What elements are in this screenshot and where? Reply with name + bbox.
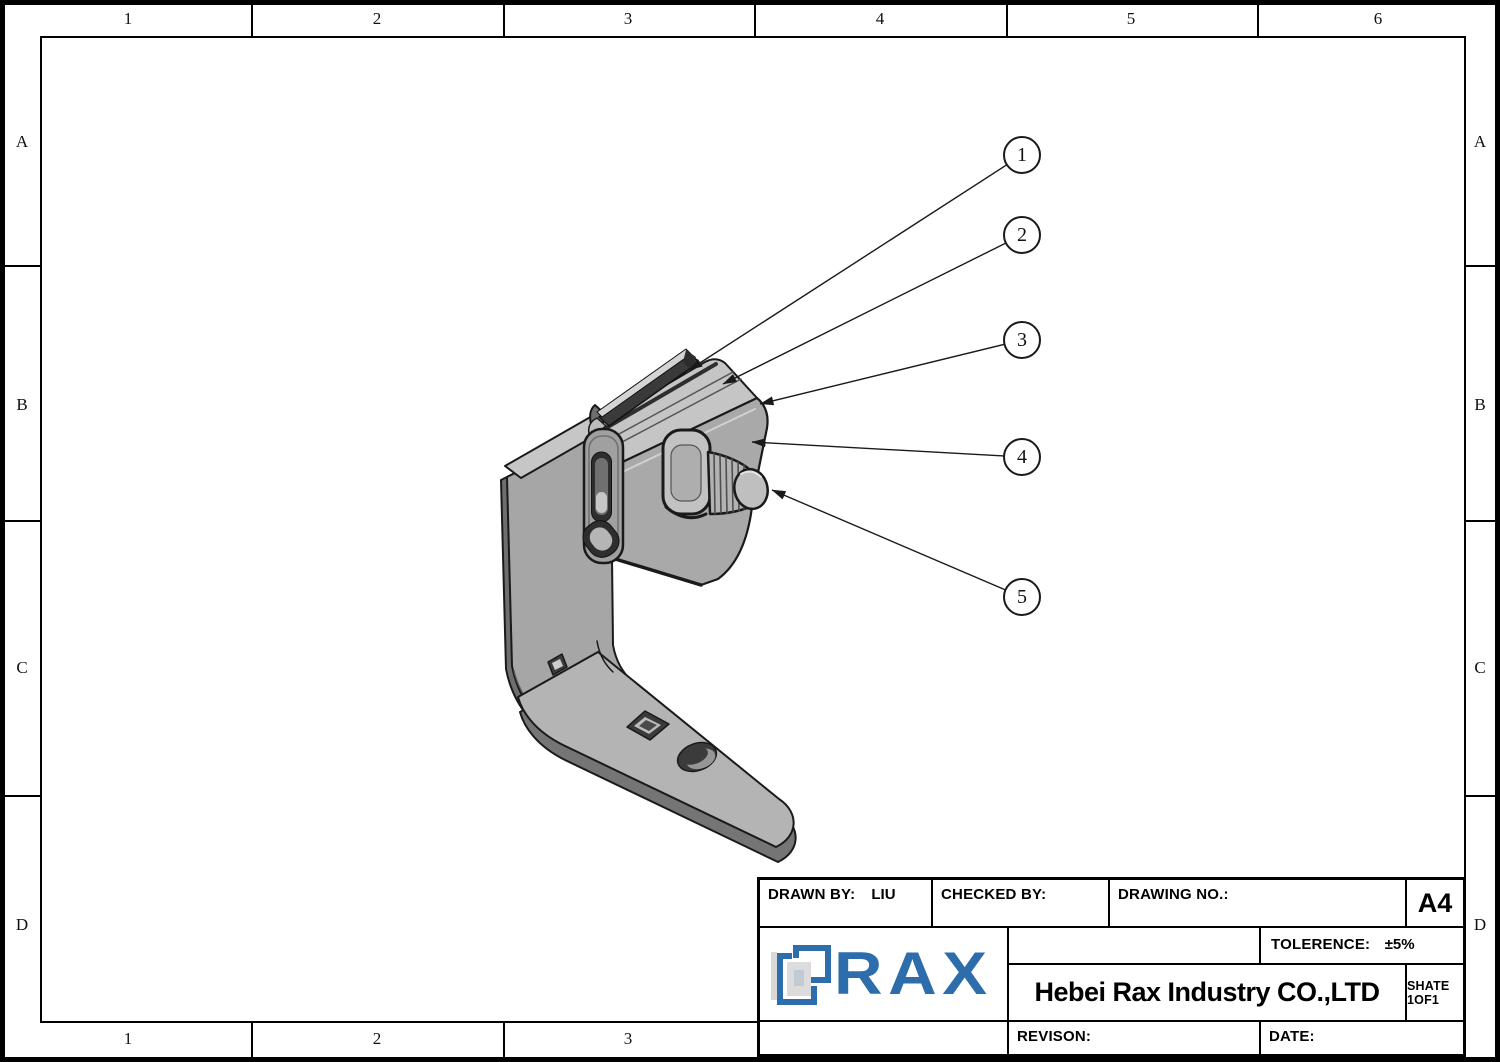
zone-tick (251, 5, 253, 36)
zone-label-top-6: 6 (1373, 9, 1383, 28)
zone-tick (251, 1023, 253, 1057)
zone-tick (1006, 5, 1008, 36)
leader-line-1 (688, 154, 1023, 371)
zone-tick (754, 5, 756, 36)
zone-label-left-c: C (16, 658, 28, 677)
foot-square-hole-center (639, 720, 657, 731)
clamp-channel-line-1 (607, 371, 734, 441)
zone-label-left-b: B (16, 395, 28, 414)
logo-cell: RAX (760, 928, 1009, 1022)
balloon-3-label: 3 (1017, 328, 1027, 351)
date-cell: DATE: (1261, 1022, 1463, 1054)
empty-cell-mid (1009, 928, 1261, 965)
zone-label-top-1: 1 (123, 9, 133, 28)
zone-label-left-d: D (15, 915, 29, 934)
balloon-5: 5 (1003, 578, 1041, 616)
paper-size-value: A4 (1417, 887, 1453, 918)
clamp-channel-slot (604, 362, 718, 430)
zone-label-bottom-2: 2 (372, 1029, 382, 1048)
zone-tick (5, 520, 40, 522)
zone-tick (1257, 5, 1259, 36)
sheet-cell: SHATE 1OF1 (1407, 965, 1463, 1022)
sheet-label: SHATE 1OF1 (1407, 978, 1450, 1007)
foot-top-face (517, 651, 795, 848)
drawn-by-cell: DRAWN BY: LIU (760, 880, 933, 928)
drawing-area-frame (40, 36, 1466, 1023)
revision-label: REVISON: (1017, 1028, 1092, 1045)
leader-line-4 (751, 438, 1023, 458)
foot-round-hole-shadow (680, 746, 708, 765)
company-name-cell: Hebei Rax Industry CO.,LTD (1009, 965, 1407, 1022)
drawn-by-value: LIU (871, 886, 896, 903)
jaw-lower-opening-inner (589, 527, 613, 551)
bolt-head-front (670, 444, 702, 502)
leader-line-3 (759, 339, 1023, 406)
zone-label-bottom-3: 3 (623, 1029, 633, 1048)
rax-logo-text: RAX (834, 940, 993, 1007)
drawn-by-label: DRAWN BY: (768, 886, 856, 903)
zone-label-right-d: D (1473, 915, 1487, 934)
empty-cell-bottom (760, 1022, 1009, 1054)
balloon-5-label: 5 (1017, 585, 1027, 608)
balloon-2-label: 2 (1017, 223, 1027, 246)
date-label: DATE: (1269, 1028, 1315, 1045)
zone-label-left-a: A (15, 132, 29, 151)
balloon-4-label: 4 (1017, 445, 1027, 468)
zone-label-top-4: 4 (875, 9, 885, 28)
paper-size-cell: A4 (1407, 880, 1463, 928)
zone-tick (5, 795, 40, 797)
leader-line-5 (771, 489, 1023, 598)
zone-label-right-c: C (1474, 658, 1486, 677)
leader-line-2 (722, 234, 1023, 385)
drawing-no-label: DRAWING NO.: (1118, 886, 1229, 903)
zone-tick (5, 265, 40, 267)
zone-tick (503, 1023, 505, 1057)
revision-cell: REVISON: (1009, 1022, 1261, 1054)
balloon-1-label: 1 (1017, 143, 1027, 166)
bend-notch-inner (552, 659, 563, 670)
bolt-head-bottom-edge (664, 505, 708, 520)
tolerance-value: ±5% (1384, 936, 1415, 953)
jaw-slot-light (596, 492, 607, 513)
clamp-body-bottom-edge (610, 556, 703, 587)
checked-by-cell: CHECKED BY: (933, 880, 1110, 928)
zone-label-right-b: B (1474, 395, 1486, 414)
zone-tick (1466, 265, 1495, 267)
balloon-1: 1 (1003, 136, 1041, 174)
tolerance-cell: TOLERENCE: ±5% (1261, 928, 1463, 965)
zone-tick (1466, 795, 1495, 797)
company-name: Hebei Rax Industry CO.,LTD (1034, 977, 1380, 1007)
zone-tick (1466, 520, 1495, 522)
title-block: DRAWN BY: LIU CHECKED BY: DRAWING NO.: A4… (757, 877, 1466, 1057)
stud-end-cap-highlight (740, 470, 762, 478)
stud-end-cap (733, 467, 769, 511)
zone-label-right-a: A (1473, 132, 1487, 151)
zone-label-top-5: 5 (1126, 9, 1136, 28)
zone-tick (503, 5, 505, 36)
balloon-4: 4 (1003, 438, 1041, 476)
clamp-channel-line-2 (606, 378, 742, 451)
checked-by-label: CHECKED BY: (941, 886, 1047, 903)
drawing-no-cell: DRAWING NO.: (1110, 880, 1407, 928)
zone-label-bottom-1: 1 (123, 1029, 133, 1048)
rax-logo-icon (771, 945, 831, 1005)
tolerance-label: TOLERENCE: (1271, 936, 1371, 953)
zone-label-top-2: 2 (372, 9, 382, 28)
zone-label-top-3: 3 (623, 9, 633, 28)
balloon-2: 2 (1003, 216, 1041, 254)
heel-fold-line (596, 640, 614, 673)
balloon-3: 3 (1003, 321, 1041, 359)
